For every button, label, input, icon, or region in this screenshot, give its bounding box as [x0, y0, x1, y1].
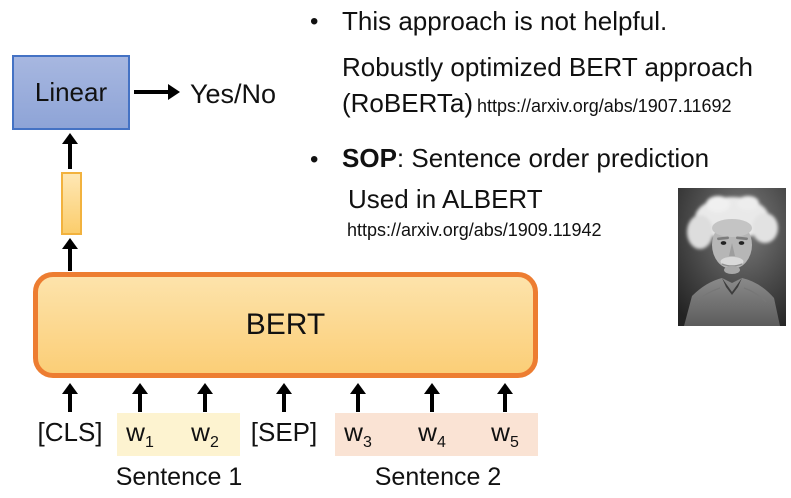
- einstein-photo: [678, 188, 786, 326]
- cls-embedding-box: [61, 172, 82, 235]
- up-arrow-icon: [62, 238, 78, 271]
- arrow-head: [62, 238, 78, 249]
- note-not-helpful: This approach is not helpful.: [342, 6, 668, 36]
- bullet-icon: •: [310, 146, 319, 173]
- right-arrow-icon: [134, 84, 180, 100]
- arrow-shaft: [134, 90, 168, 94]
- sentence1-label: Sentence 1: [115, 463, 243, 491]
- token-w5: w5: [491, 417, 519, 452]
- up-arrow-icon: [350, 383, 366, 412]
- sentence1-highlight: [117, 413, 240, 456]
- arrow-shaft: [68, 144, 72, 169]
- token-sep: [SEP]: [250, 417, 318, 447]
- token-w4: w4: [418, 417, 446, 452]
- sentence2-label: Sentence 2: [374, 463, 502, 491]
- note-roberta-line1: Robustly optimized BERT approach: [342, 52, 753, 82]
- arrow-shaft: [68, 249, 72, 271]
- up-arrow-icon: [197, 383, 213, 412]
- token-w3: w3: [344, 417, 372, 452]
- token-cls: [CLS]: [37, 417, 103, 447]
- arrow-head: [168, 84, 180, 100]
- up-arrow-icon: [62, 383, 78, 412]
- sop-rest: : Sentence order prediction: [396, 143, 710, 173]
- linear-layer-box: Linear: [12, 55, 130, 130]
- token-w1: w1: [126, 417, 154, 452]
- arrow-head: [62, 133, 78, 144]
- bullet-icon: •: [310, 8, 319, 35]
- note-albert: Used in ALBERT: [348, 184, 543, 214]
- up-arrow-icon: [62, 133, 78, 169]
- bert-model-box: BERT: [33, 272, 538, 378]
- sop-abbrev: SOP: [342, 143, 397, 173]
- up-arrow-icon: [276, 383, 292, 412]
- roberta-arxiv-link: https://arxiv.org/abs/1907.11692: [477, 96, 732, 116]
- prediction-output-label: Yes/No: [190, 79, 277, 109]
- einstein-photo-svg: [678, 188, 786, 326]
- sentence2-highlight: [335, 413, 538, 456]
- note-roberta-line2: (RoBERTa): [342, 88, 474, 118]
- up-arrow-icon: [132, 383, 148, 412]
- note-sop: SOP: Sentence order prediction: [342, 143, 709, 174]
- linear-layer-label: Linear: [34, 77, 108, 107]
- up-arrow-icon: [424, 383, 440, 412]
- token-w2: w2: [191, 417, 219, 452]
- albert-arxiv-link: https://arxiv.org/abs/1909.11942: [347, 220, 602, 240]
- bert-model-label: BERT: [245, 308, 326, 341]
- up-arrow-icon: [497, 383, 513, 412]
